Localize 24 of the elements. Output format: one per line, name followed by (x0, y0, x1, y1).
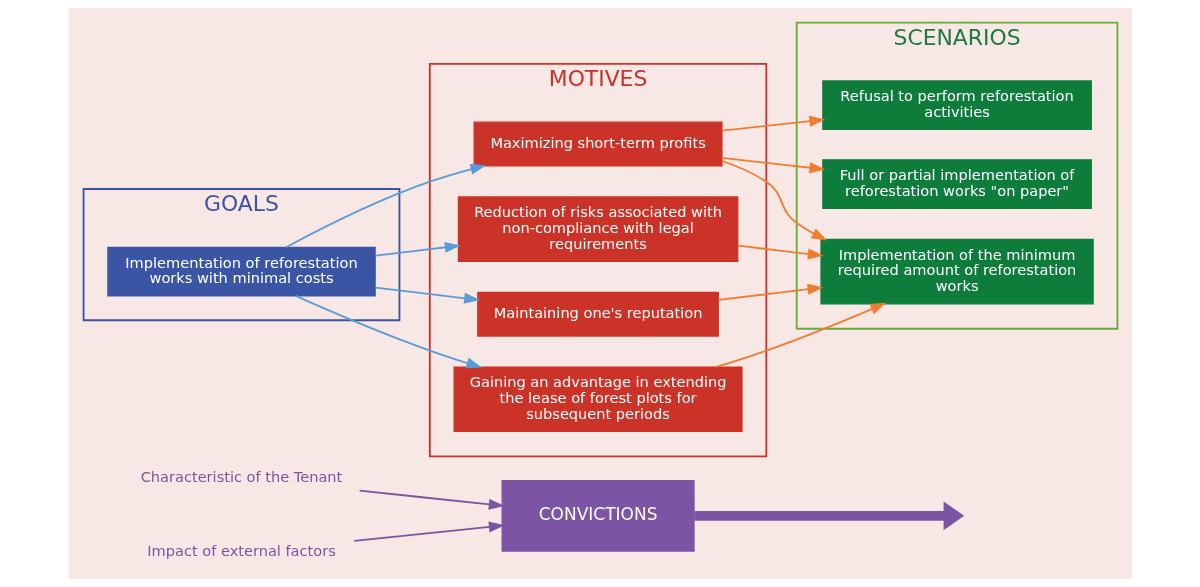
node-box: Maximizing short-term profits (473, 121, 723, 167)
node-box: Implementation of reforestation works with minimal costs (106, 246, 376, 297)
arrow (294, 295, 482, 369)
node-box: Refusal to perform reforestation activities (821, 80, 1092, 131)
arrow (284, 163, 486, 249)
arrow (717, 283, 823, 301)
arrow (693, 501, 964, 531)
arrow (720, 156, 825, 174)
arrow (358, 489, 505, 510)
arrow (374, 286, 480, 304)
node-box: Reduction of risks associated with non-compliance with legal requirements (457, 196, 738, 262)
node-box: Full or partial implementation of reforestation works "on paper" (821, 159, 1092, 210)
arrow (352, 521, 505, 542)
arrow (720, 115, 825, 132)
node-text: Impact of external factors (146, 542, 336, 560)
node-box: Implementation of the minimum required amount of reforestation works (819, 238, 1094, 305)
node-box: Gaining an advantage in extending the lease of forest plots for subsequent periods (453, 366, 743, 432)
arrow (374, 241, 461, 257)
node-box: Maintaining one's reputation (476, 291, 719, 337)
arrow (736, 244, 824, 260)
node-box: CONVICTIONS (501, 480, 695, 552)
arrow (720, 160, 827, 241)
node-text: Characteristic of the Tenant (140, 467, 342, 485)
arrow (714, 302, 886, 368)
